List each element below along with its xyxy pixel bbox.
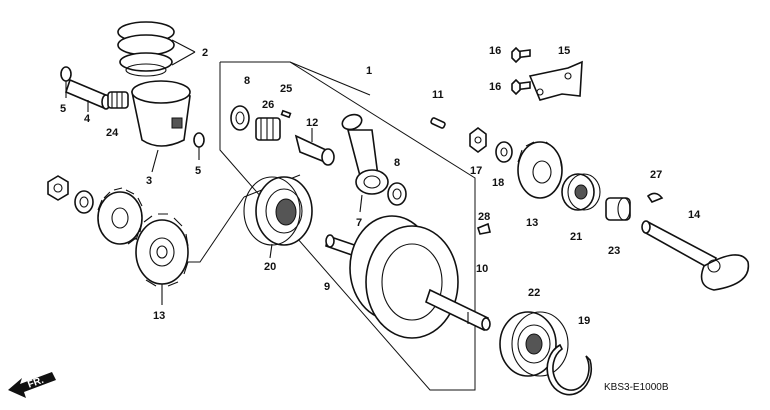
label-3: 3 (146, 175, 152, 187)
piston-rings (117, 21, 196, 77)
label-27: 27 (650, 169, 662, 181)
nut (47, 175, 94, 214)
connecting-rod (341, 113, 407, 213)
label-19: 19 (578, 315, 590, 327)
label-28: 28 (478, 211, 490, 223)
needle-bearing (107, 91, 129, 109)
woodruff-key (430, 117, 446, 129)
label-24: 24 (106, 127, 119, 139)
label-25: 25 (280, 83, 292, 95)
label-13a: 13 (153, 310, 165, 322)
label-11: 11 (432, 89, 444, 101)
label-9: 9 (324, 281, 330, 293)
label-22: 22 (528, 287, 540, 299)
diagram-code: KBS3-E1000B (604, 382, 669, 393)
front-direction-label: FR. (26, 375, 45, 391)
label-26: 26 (262, 99, 274, 111)
piston-pin (65, 78, 111, 112)
big-end-bearing (230, 105, 292, 141)
nut-right (469, 127, 513, 163)
label-16a: 16 (489, 45, 501, 57)
balancer-bearing (561, 173, 601, 211)
crankshaft-group-outline (289, 61, 371, 96)
piston-pin-clip (60, 66, 205, 160)
label-16b: 16 (489, 81, 501, 93)
balancer-drive-gear (517, 141, 563, 199)
crankshaft (325, 215, 491, 339)
circlip (546, 343, 593, 396)
label-2: 2 (202, 47, 208, 59)
balancer-shaft (641, 220, 750, 291)
front-direction-arrow (8, 372, 56, 398)
crank-bearing (243, 176, 313, 259)
label-21: 21 (570, 231, 582, 243)
label-14: 14 (688, 209, 701, 221)
label-8b: 8 (394, 157, 400, 169)
crank-key (477, 222, 491, 235)
label-7: 7 (356, 217, 362, 229)
label-20: 20 (264, 261, 276, 273)
label-15: 15 (558, 45, 570, 57)
label-17: 17 (470, 165, 482, 177)
label-5b: 5 (195, 165, 201, 177)
balancer-needle-bearing (605, 197, 631, 221)
piston (131, 80, 191, 173)
primary-drive-gear (97, 187, 189, 305)
label-8a: 8 (244, 75, 250, 87)
label-13b: 13 (526, 217, 538, 229)
label-5: 5 (60, 103, 66, 115)
label-10: 10 (476, 263, 488, 275)
label-18: 18 (492, 177, 504, 189)
bracket (511, 46, 583, 101)
label-23: 23 (608, 245, 620, 257)
crank-pin (294, 128, 335, 166)
crank-bearing-right (499, 311, 569, 377)
label-1: 1 (366, 65, 372, 77)
label-12: 12 (306, 117, 318, 129)
label-4: 4 (84, 113, 91, 125)
balancer-key (646, 192, 664, 203)
